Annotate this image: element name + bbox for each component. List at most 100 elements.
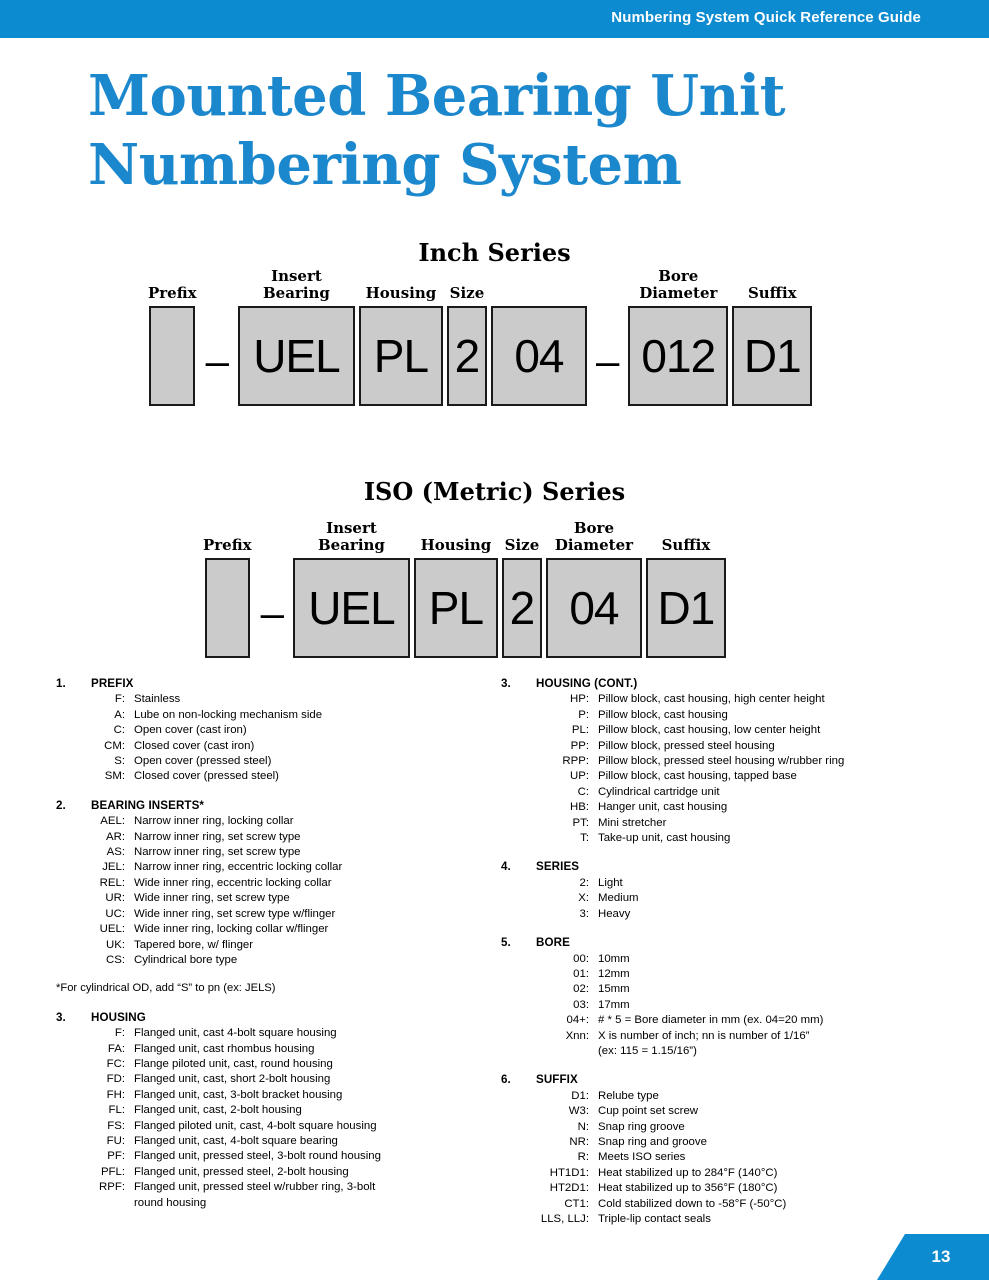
legend-code: 02: <box>573 983 589 996</box>
legend-section-title: PREFIX <box>91 677 134 690</box>
legend-row: 02:15mm <box>501 982 971 997</box>
legend-description: Cylindrical cartridge unit <box>598 785 720 798</box>
legend-description: Triple-lip contact seals <box>598 1213 711 1225</box>
legend-description: Cup point set screw <box>598 1105 699 1118</box>
legend-description: Heavy <box>598 907 631 920</box>
legend-row: 01:12mm <box>501 967 971 982</box>
legend-row: C: Cylindrical cartridge unit <box>501 785 971 800</box>
legend-description: Wide inner ring, locking collar w/flinge… <box>134 923 329 936</box>
legend-description: Pillow block, cast housing, high center … <box>598 693 825 706</box>
legend-row: CM:Closed cover (cast iron) <box>56 739 486 754</box>
legend-description: Stainless <box>134 693 181 706</box>
legend-description: Flanged unit, pressed steel, 2-bolt hous… <box>134 1165 349 1178</box>
legend-code: UP: <box>570 770 589 783</box>
legend-row: RPF:Flanged unit, pressed steel w/rubber… <box>56 1180 486 1211</box>
legend-row: AR:Narrow inner ring, set screw type <box>56 830 486 845</box>
segment-box: 2 <box>446 306 487 406</box>
legend-row: PF:Flanged unit, pressed steel, 3-bolt r… <box>56 1149 486 1164</box>
legend-code: FH: <box>106 1088 125 1101</box>
diagram-segment: Prefix <box>148 285 197 406</box>
legend-description: Flanged unit, cast 4-bolt square housing <box>134 1027 337 1040</box>
legend-row: P:Pillow block, cast housing <box>501 708 971 723</box>
legend-row: F: Stainless <box>56 692 486 707</box>
legend-description: # * 5 = Bore diameter in mm (ex. 04=20 m… <box>598 1014 824 1027</box>
legend-code: CM: <box>104 739 125 752</box>
legend-code: N: <box>577 1120 589 1133</box>
legend-description: Meets ISO series <box>598 1151 686 1164</box>
segment-label: Prefix <box>148 284 197 302</box>
legend-row: FA:Flanged unit, cast rhombus housing <box>56 1042 486 1057</box>
legend-section-number: 5. <box>501 936 511 950</box>
legend-code: D1: <box>571 1089 589 1102</box>
legend-description: Closed cover (pressed steel) <box>134 770 279 783</box>
legend-code: PFL: <box>100 1165 125 1178</box>
legend-row: FD:Flanged unit, cast, short 2-bolt hous… <box>56 1072 486 1087</box>
legend-row: REL:Wide inner ring, eccentric locking c… <box>56 876 486 891</box>
legend-code: R: <box>577 1151 589 1164</box>
legend-row: FC:Flange piloted unit, cast, round hous… <box>56 1057 486 1072</box>
legend-description: Flanged piloted unit, cast, 4-bolt squar… <box>134 1119 377 1132</box>
legend-description: Pillow block, pressed steel housing w/ru… <box>598 755 845 768</box>
legend-row: HP:Pillow block, cast housing, high cent… <box>501 692 971 707</box>
legend-code: F: <box>114 693 125 706</box>
legend-description: Snap ring groove <box>598 1120 685 1133</box>
legend-row: PT:Mini stretcher <box>501 816 971 831</box>
legend-row: 2:Light <box>501 876 971 891</box>
legend-description-cont: round housing <box>134 1196 207 1209</box>
legend-row: UEL: Wide inner ring, locking collar w/fl… <box>56 922 486 937</box>
legend-row: UR:Wide inner ring, set screw type <box>56 891 486 906</box>
legend-row: R: Meets ISO series <box>501 1150 971 1165</box>
legend-code: HB: <box>570 801 589 814</box>
legend-row: A:Lube on non-locking mechanism side <box>56 708 486 723</box>
legend-code: W3: <box>568 1105 589 1118</box>
legend-section: 3.HOUSING (CONT.)HP:Pillow block, cast h… <box>501 676 971 846</box>
legend-code: FU: <box>106 1134 125 1147</box>
legend-row: UC:Wide inner ring, set screw type w/fli… <box>56 907 486 922</box>
legend-code: UEL: <box>99 923 125 936</box>
legend-row: HT2D1:Heat stabilized up to 356°F (180°C… <box>501 1181 971 1196</box>
legend-section-heading: 5.BORE <box>501 935 971 950</box>
legend-column-right: 3.HOUSING (CONT.)HP:Pillow block, cast h… <box>501 676 971 1240</box>
segment-separator-dash: – <box>205 337 229 384</box>
legend-section-number: 3. <box>56 1010 66 1024</box>
legend-section-title: SERIES <box>536 860 580 874</box>
segment-box: D1 <box>645 558 726 658</box>
header-bar: Numbering System Quick Reference Guide <box>0 0 989 38</box>
legend-row: UK:Tapered bore, w/ flinger <box>56 938 486 953</box>
legend-section: 2.BEARING INSERTS*AEL:Narrow inner ring,… <box>56 798 486 968</box>
legend-code: C: <box>577 785 589 798</box>
legend-description: Light <box>598 876 623 889</box>
legend-code: AS: <box>106 846 125 859</box>
legend-description: Open cover (cast iron) <box>134 724 247 737</box>
segment-box: PL <box>358 306 443 406</box>
segment-box: 04 <box>545 558 642 658</box>
legend-code: Xnn: <box>565 1029 589 1042</box>
legend-section-number: 4. <box>501 860 511 874</box>
legend-description: Narrow inner ring, eccentric locking col… <box>134 861 343 874</box>
segment-label: Size <box>449 284 485 302</box>
legend-code: X: <box>578 892 589 905</box>
legend-section-heading: 3.HOUSING (CONT.) <box>501 676 971 691</box>
diagram-segment: 04 <box>490 302 587 406</box>
legend-code: FA: <box>107 1042 125 1055</box>
legend-description: Flanged unit, cast, short 2-bolt housing <box>134 1073 331 1086</box>
legend-code: LLS, LLJ: <box>540 1213 589 1225</box>
legend-description: Flange piloted unit, cast, round housing <box>134 1057 333 1070</box>
legend-row: FH:Flanged unit, cast, 3-bolt bracket ho… <box>56 1088 486 1103</box>
legend-description: Open cover (pressed steel) <box>134 755 272 768</box>
legend-row: 03:17mm <box>501 998 971 1013</box>
legend-description: Flanged unit, pressed steel w/rubber rin… <box>134 1180 486 1211</box>
legend-row: C:Open cover (cast iron) <box>56 723 486 738</box>
legend-code: T: <box>580 832 589 845</box>
legend-row: RPP:Pillow block, pressed steel housing … <box>501 754 971 769</box>
legend-description: Relube type <box>598 1089 659 1102</box>
legend-row: PP:Pillow block, pressed steel housing <box>501 739 971 754</box>
